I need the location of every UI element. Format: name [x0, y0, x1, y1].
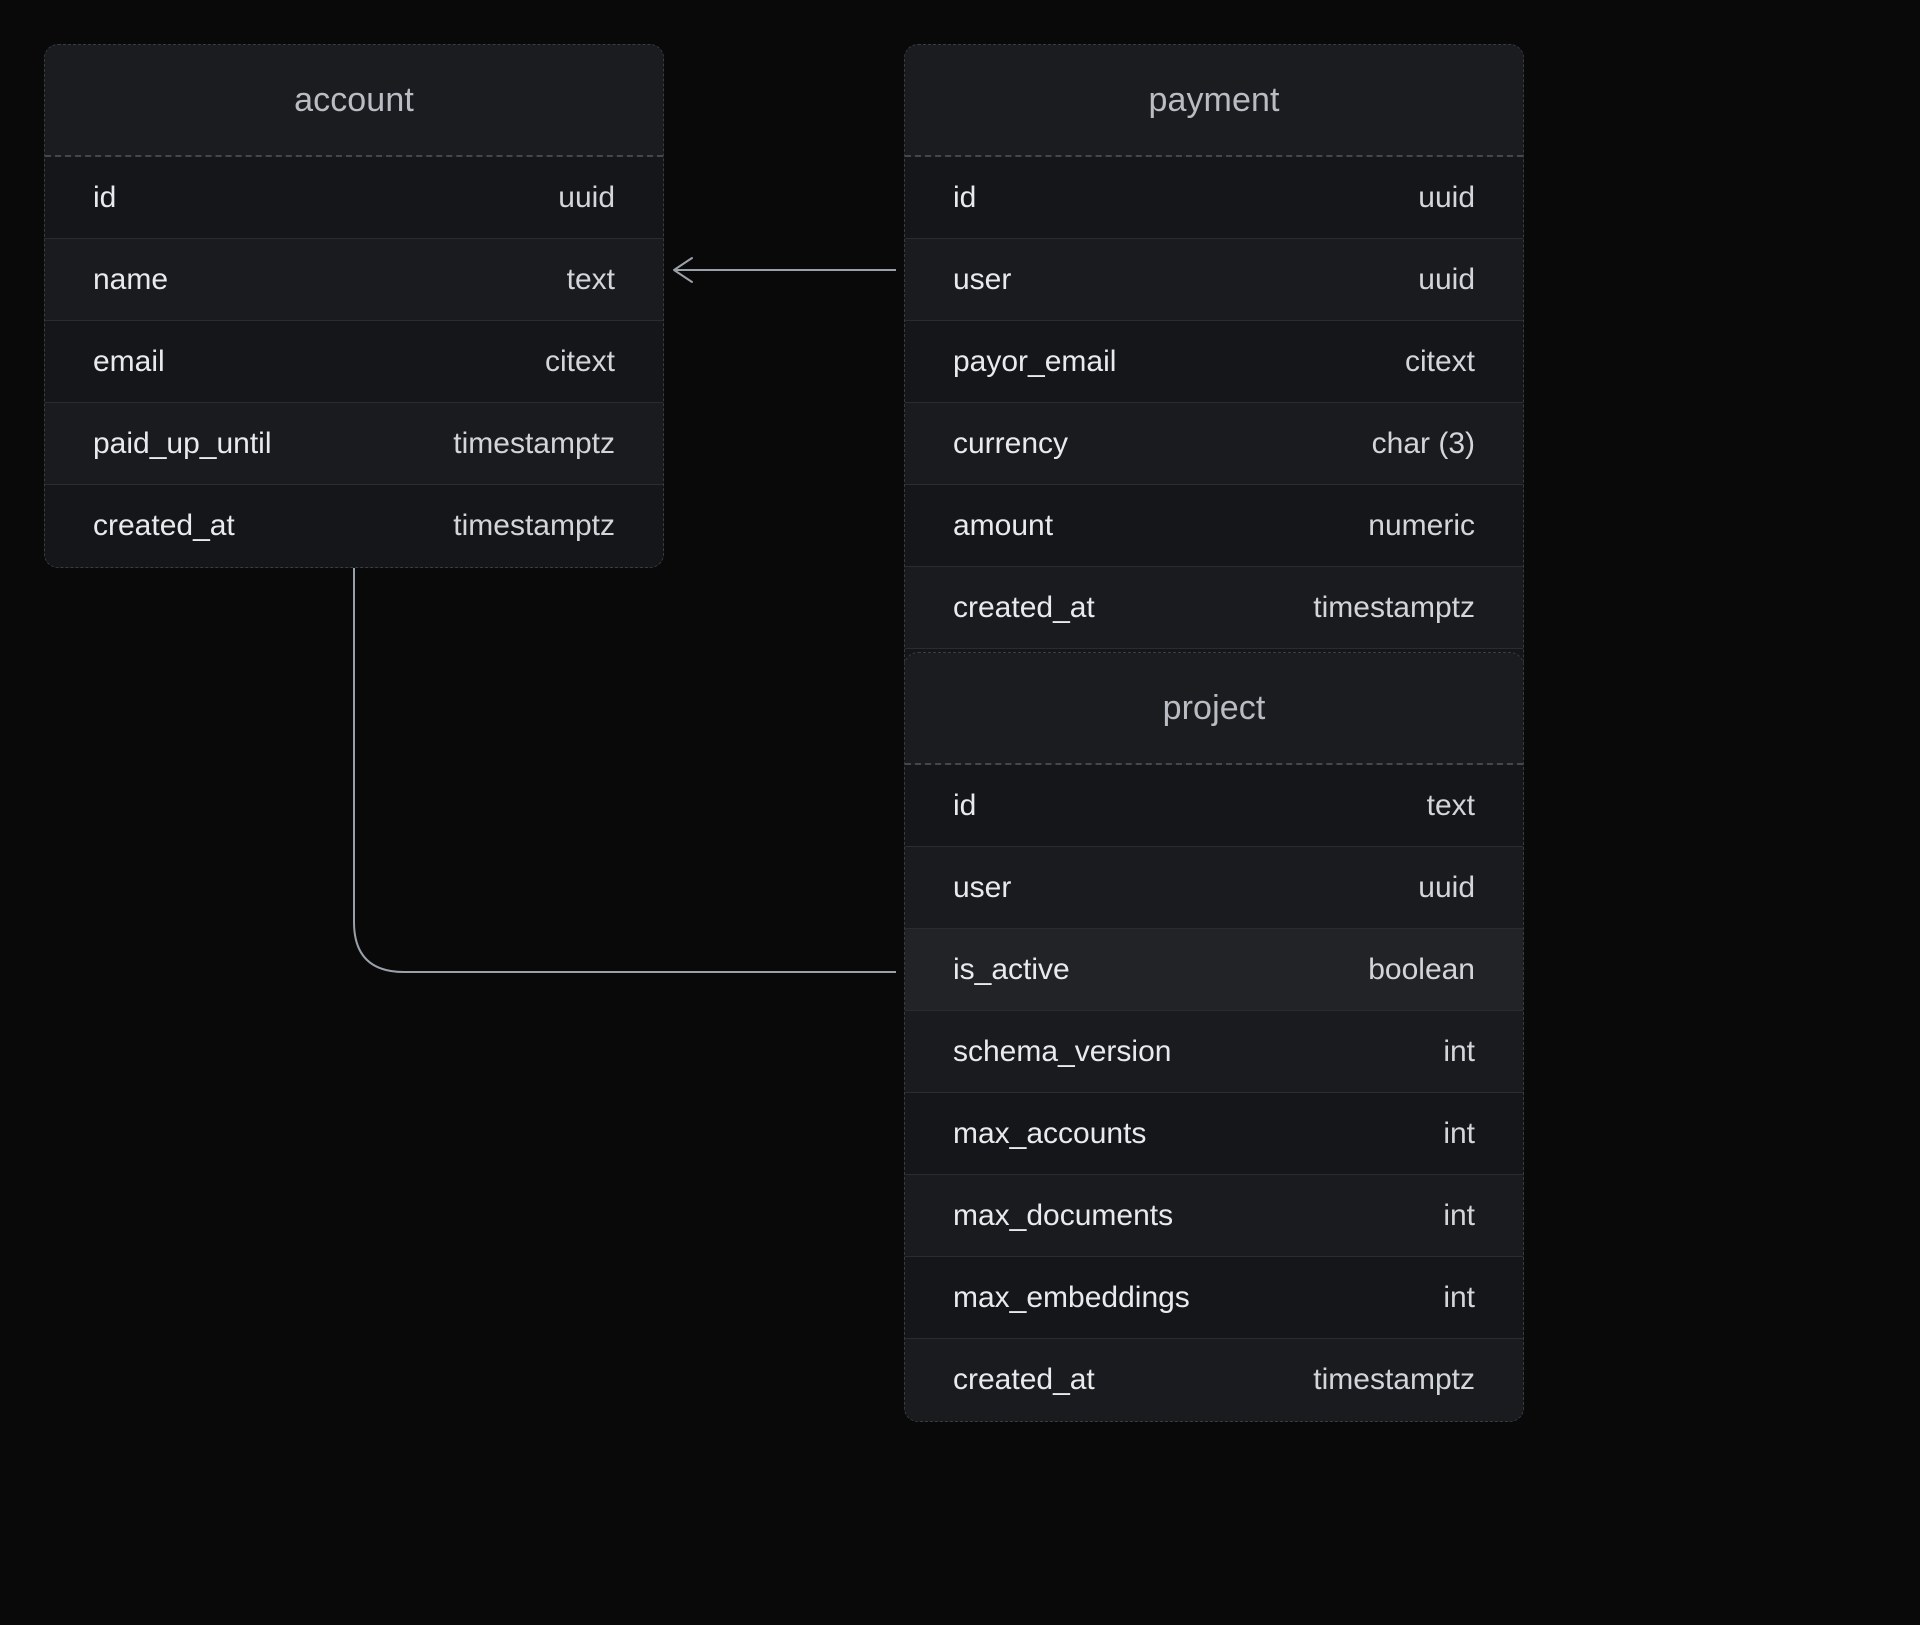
column-type: citext — [544, 344, 615, 378]
column-type: boolean — [1368, 952, 1475, 986]
column-name: is_active — [953, 952, 1070, 986]
column-type: int — [1443, 1198, 1475, 1232]
column-name: currency — [953, 426, 1069, 460]
column-row[interactable]: max_documents int — [905, 1175, 1523, 1257]
column-type: timestamptz — [453, 426, 615, 460]
column-name: created_at — [93, 509, 235, 542]
entity-title: account — [294, 80, 414, 119]
column-type: text — [1426, 788, 1475, 822]
entity-header-payment[interactable]: payment — [905, 45, 1523, 157]
column-type: text — [566, 262, 615, 296]
entity-header-project[interactable]: project — [905, 653, 1523, 765]
column-row[interactable]: max_accounts int — [905, 1093, 1523, 1175]
column-row[interactable]: max_embeddings int — [905, 1257, 1523, 1339]
column-name: created_at — [953, 1363, 1095, 1396]
edge-arrowhead-icon — [673, 257, 693, 283]
column-type: timestamptz — [1313, 590, 1475, 624]
column-row[interactable]: schema_version int — [905, 1011, 1523, 1093]
column-row[interactable]: id uuid — [905, 157, 1523, 239]
column-row[interactable]: is_active boolean — [905, 929, 1523, 1011]
entity-title: project — [1162, 688, 1266, 727]
column-row[interactable]: id uuid — [45, 157, 663, 239]
column-type: timestamptz — [453, 509, 615, 542]
column-row[interactable]: paid_up_until timestamptz — [45, 403, 663, 485]
entity-header-account[interactable]: account — [45, 45, 663, 157]
entity-card-account[interactable]: account id uuid name text email citext paid_up_… — [44, 44, 664, 568]
column-type: uuid — [558, 180, 615, 214]
column-type: citext — [1404, 344, 1475, 378]
column-row[interactable]: created_at timestamptz — [905, 1339, 1523, 1421]
column-name: schema_version — [953, 1034, 1172, 1068]
column-row[interactable]: currency char (3) — [905, 403, 1523, 485]
relationship-edge-payment-user-to-account-id[interactable] — [673, 257, 896, 283]
column-row[interactable]: id text — [905, 765, 1523, 847]
entity-title: payment — [1148, 80, 1280, 119]
entity-card-project[interactable]: project id text user uuid is_active boolean sch… — [904, 652, 1524, 1422]
column-type: int — [1443, 1034, 1475, 1068]
column-name: amount — [953, 508, 1054, 542]
column-name: paid_up_until — [93, 426, 272, 460]
column-name: user — [953, 262, 1012, 296]
column-row[interactable]: created_at timestamptz — [905, 567, 1523, 649]
column-name: max_accounts — [953, 1116, 1147, 1150]
column-row[interactable]: email citext — [45, 321, 663, 403]
column-name: max_embeddings — [953, 1280, 1190, 1314]
column-row[interactable]: user uuid — [905, 847, 1523, 929]
column-name: max_documents — [953, 1198, 1174, 1232]
column-name: id — [953, 180, 977, 214]
column-row[interactable]: created_at timestamptz — [45, 485, 663, 567]
column-type: int — [1443, 1280, 1475, 1314]
column-name: id — [93, 180, 117, 214]
column-type: uuid — [1418, 262, 1475, 296]
column-type: uuid — [1418, 180, 1475, 214]
entity-card-payment[interactable]: payment id uuid user uuid payor_email citext cu… — [904, 44, 1524, 732]
column-name: name — [93, 262, 169, 296]
column-name: id — [953, 788, 977, 822]
column-name: payor_email — [953, 344, 1117, 378]
column-row[interactable]: payor_email citext — [905, 321, 1523, 403]
column-type: char (3) — [1371, 426, 1475, 460]
column-type: timestamptz — [1313, 1363, 1475, 1396]
column-name: email — [93, 344, 165, 378]
column-name: user — [953, 870, 1012, 904]
column-row[interactable]: name text — [45, 239, 663, 321]
column-type: uuid — [1418, 870, 1475, 904]
column-name: created_at — [953, 590, 1095, 624]
entity-columns: id text user uuid is_active boolean schema_ver… — [905, 765, 1523, 1421]
column-type: int — [1443, 1116, 1475, 1150]
column-row[interactable]: amount numeric — [905, 485, 1523, 567]
column-type: numeric — [1368, 508, 1475, 542]
column-row[interactable]: user uuid — [905, 239, 1523, 321]
